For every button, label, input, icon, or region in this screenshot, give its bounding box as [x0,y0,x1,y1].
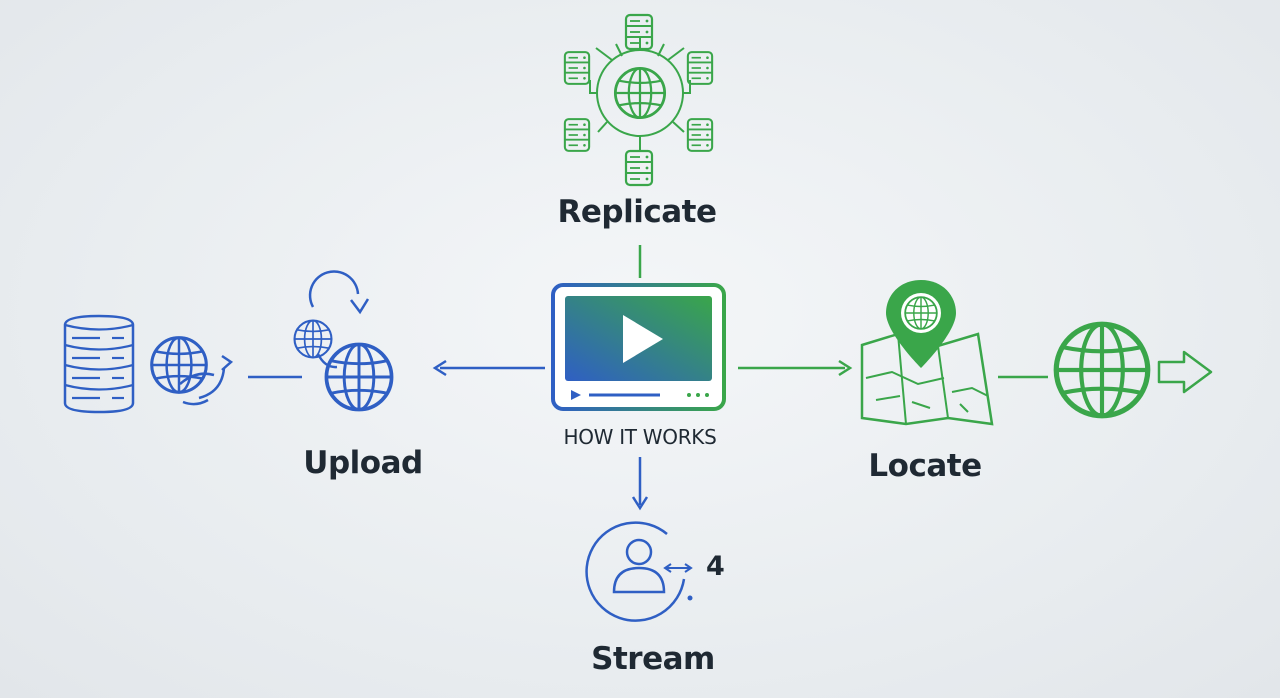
center-caption: HOW IT WORKS [563,425,717,449]
globe-sync-icon [150,336,234,406]
video-player-icon [551,283,726,411]
globe-icon [1056,324,1148,416]
upload-label: Upload [303,445,423,481]
locate-label: Locate [868,448,982,484]
stream-count: 4 [706,551,725,582]
map-pin-icon [860,280,994,426]
arrow-right-icon [1157,350,1213,394]
globes-cycle-icon [293,270,394,412]
stream-label: Stream [591,641,715,677]
connector-locate [738,359,853,377]
database-icon [63,314,135,414]
replicate-label: Replicate [557,194,717,230]
connector-stream [631,457,649,511]
connector-upload [432,359,545,377]
server-network-icon [563,13,714,187]
user-circle-icon [585,521,693,622]
